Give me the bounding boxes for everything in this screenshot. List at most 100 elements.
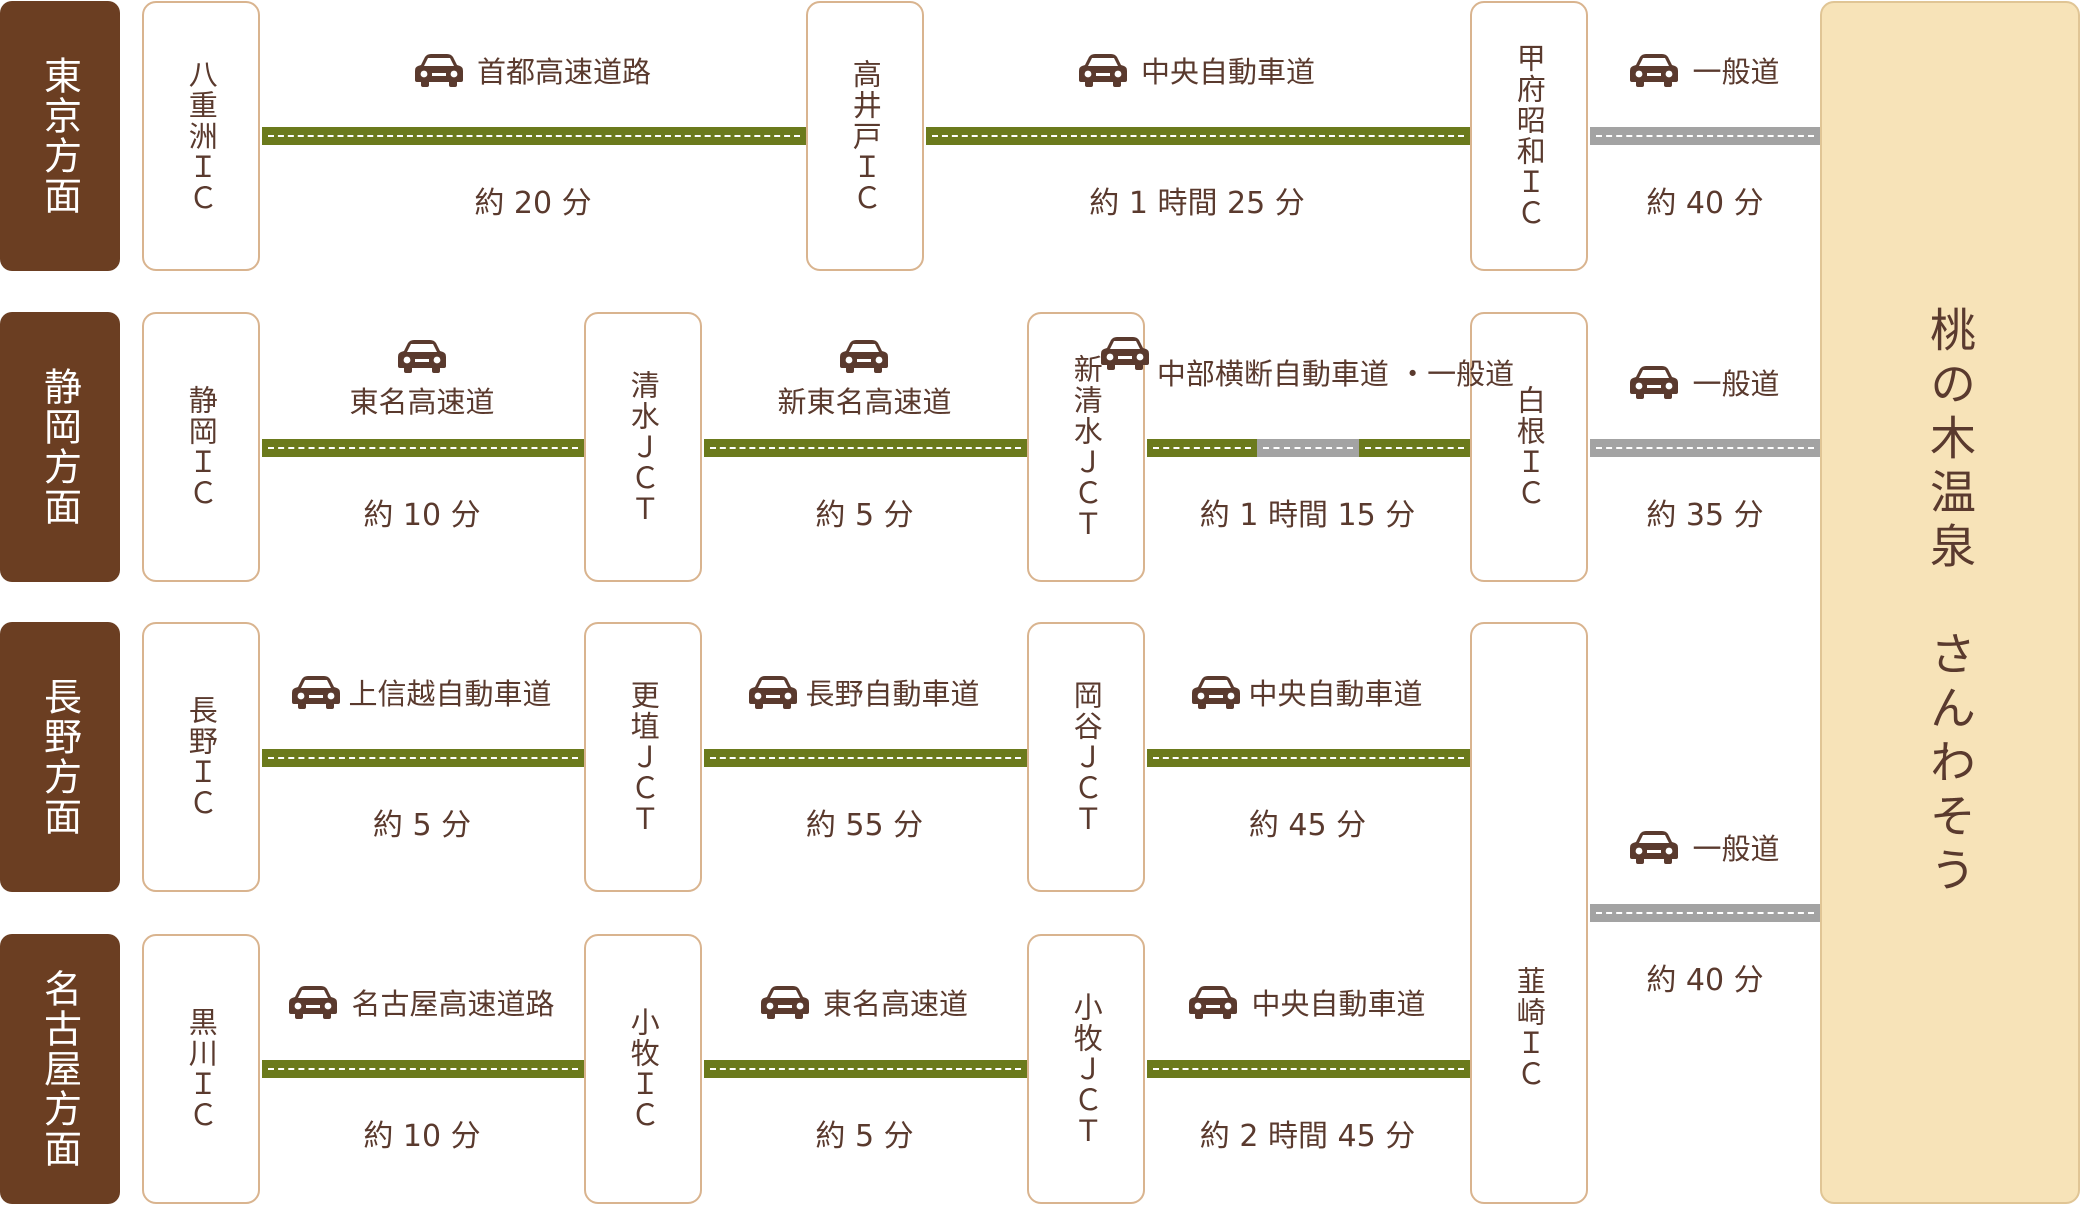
node-label: 甲府昭和ＩＣ [1512, 43, 1547, 229]
expressway-line [704, 749, 1027, 767]
road-name: 中央自動車道 [1140, 55, 1315, 89]
segment-road-label: 首都高速道路 [262, 40, 804, 100]
travel-time: 約 1 時間 25 分 [1089, 186, 1305, 221]
node-shirane-ic: 白根ＩＣ [1470, 312, 1588, 582]
car-icon [1630, 830, 1678, 864]
node-label: 黒川ＩＣ [184, 1007, 219, 1131]
travel-time: 約 5 分 [372, 808, 472, 843]
travel-time: 約 5 分 [815, 498, 914, 533]
node-label: 高井戸ＩＣ [848, 58, 883, 214]
segment-road-label: 一般道 [1590, 40, 1820, 100]
node-shimizu-jct: 清水ＪＣＴ [584, 312, 702, 582]
expressway-line [262, 1060, 584, 1078]
travel-time: 約 35 分 [1646, 498, 1764, 533]
road-name: 新東名高速道 [777, 385, 952, 419]
node-takaido-ic: 高井戸ＩＣ [806, 1, 924, 271]
node-label: 静岡ＩＣ [184, 385, 219, 509]
region-shizuoka: 静岡方面 [0, 312, 120, 582]
node-label: 小牧ＪＣＴ [1069, 991, 1104, 1147]
car-icon [1079, 53, 1127, 87]
node-okaya-jct: 岡谷ＪＣＴ [1027, 622, 1145, 892]
segment-road-label: 東名高速道 [704, 972, 1025, 1032]
segment-time: 約 45 分 [1147, 792, 1468, 852]
road-name: 上信越自動車道 [348, 677, 552, 711]
node-label: 岡谷ＪＣＴ [1069, 679, 1104, 835]
node-nagano-ic: 長野ＩＣ [142, 622, 260, 892]
region-tokyo: 東京方面 [0, 1, 120, 271]
expressway-line [1359, 439, 1470, 457]
expressway-line [1147, 749, 1470, 767]
travel-time: 約 10 分 [363, 1119, 481, 1154]
car-icon [398, 339, 446, 373]
segment-road-label: 中央自動車道 [926, 40, 1468, 100]
expressway-line [704, 439, 1027, 457]
travel-time: 約 1 時間 15 分 [1199, 498, 1416, 533]
region-nagoya: 名古屋方面 [0, 934, 120, 1204]
car-icon [840, 339, 888, 373]
expressway-line [926, 127, 1470, 145]
travel-time: 約 45 分 [1248, 808, 1367, 843]
node-label: 八重洲ＩＣ [184, 58, 219, 214]
node-label: 長野ＩＣ [184, 695, 219, 819]
segment-road-label: 上信越自動車道 [262, 662, 582, 722]
node-koshoku-jct: 更埴ＪＣＴ [584, 622, 702, 892]
expressway-line [1147, 1060, 1470, 1078]
segment-time: 約 2 時間 45 分 [1147, 1103, 1468, 1163]
road-name: 中央自動車道 [1248, 677, 1423, 711]
node-kofu-showa-ic: 甲府昭和ＩＣ [1470, 1, 1588, 271]
node-kurokawa-ic: 黒川ＩＣ [142, 934, 260, 1204]
general-road-line [1590, 439, 1820, 457]
node-shizuoka-ic: 静岡ＩＣ [142, 312, 260, 582]
node-komaki-ic: 小牧ＩＣ [584, 934, 702, 1204]
segment-time: 約 5 分 [704, 482, 1025, 542]
road-name: 長野自動車道 [805, 677, 980, 711]
car-icon [415, 53, 463, 87]
travel-time: 約 40 分 [1646, 963, 1764, 998]
car-icon [1189, 985, 1237, 1019]
general-road-line [1590, 127, 1820, 145]
segment-road-label: 長野自動車道 [704, 662, 1025, 722]
car-icon [1101, 336, 1149, 370]
expressway-line [1147, 439, 1257, 457]
segment-time: 約 40 分 [1590, 170, 1820, 230]
car-icon [749, 675, 797, 709]
road-name: 一般道 [1692, 55, 1780, 89]
node-label: 新清水ＪＣＴ [1069, 354, 1104, 540]
node-komaki-jct: 小牧ＪＣＴ [1027, 934, 1145, 1204]
road-name: 首都高速道路 [476, 55, 651, 89]
segment-road-label: 中部横断自動車道 ・一般道 [1147, 330, 1514, 420]
segment-road-label: 名古屋高速道路 [262, 972, 582, 1032]
expressway-line [262, 439, 584, 457]
node-label: 更埴ＪＣＴ [626, 679, 661, 835]
node-yaesu-ic: 八重洲ＩＣ [142, 1, 260, 271]
destination-box: 桃の木温泉 さんわそう [1820, 1, 2080, 1204]
road-name-line2: ・一般道 [1398, 357, 1515, 392]
car-icon [1630, 365, 1678, 399]
travel-time: 約 5 分 [815, 1119, 914, 1154]
region-label: 東京方面 [37, 56, 82, 216]
segment-time: 約 5 分 [704, 1103, 1025, 1163]
road-name: 名古屋高速道路 [351, 987, 555, 1021]
road-name: 中央自動車道 [1251, 987, 1426, 1021]
node-label: 白根ＩＣ [1512, 385, 1547, 509]
destination-label: 桃の木温泉 さんわそう [1923, 305, 1977, 900]
segment-time: 約 40 分 [1590, 947, 1820, 1007]
road-name-multiline: 中部横断自動車道 ・一般道 [1157, 355, 1514, 394]
segment-time: 約 1 時間 25 分 [926, 170, 1468, 230]
segment-time: 約 20 分 [262, 170, 804, 230]
segment-road-label: 一般道 [1590, 352, 1820, 412]
road-name: 一般道 [1692, 832, 1780, 866]
segment-time: 約 10 分 [262, 1103, 582, 1163]
road-name: 東名高速道 [822, 987, 968, 1021]
general-road-line [1590, 904, 1820, 922]
expressway-line [262, 749, 584, 767]
travel-time: 約 20 分 [474, 186, 592, 221]
region-label: 静岡方面 [37, 367, 82, 527]
general-road-line [1257, 439, 1359, 457]
region-label: 名古屋方面 [37, 969, 82, 1169]
node-label: 韮崎ＩＣ [1512, 966, 1547, 1090]
road-name: 一般道 [1692, 367, 1780, 401]
segment-road-label: 中央自動車道 [1147, 662, 1468, 722]
travel-time: 約 2 時間 45 分 [1199, 1119, 1416, 1154]
road-name: 東名高速道 [349, 385, 495, 419]
